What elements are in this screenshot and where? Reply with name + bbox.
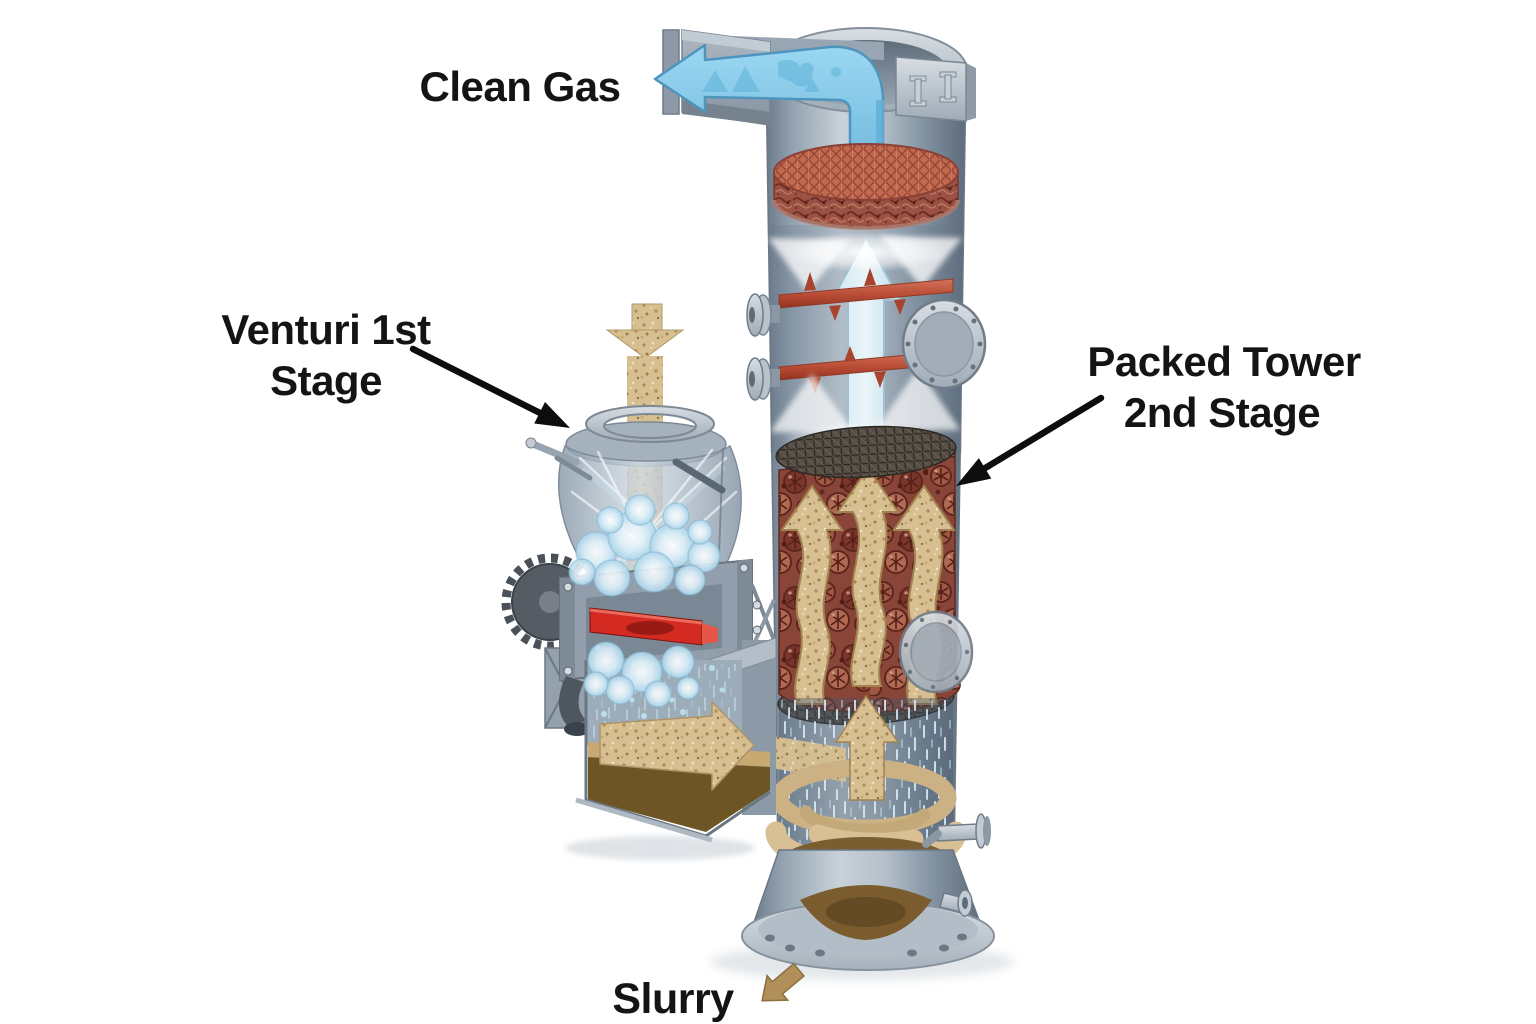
swirl-riser-arrow (834, 694, 900, 801)
tower-base (741, 849, 995, 971)
packed-tower-label-line1: Packed Tower (1087, 338, 1360, 385)
foam-bubbles (568, 494, 721, 708)
packed-tower (653, 27, 1014, 980)
mist-eliminator-rim (772, 199, 960, 230)
spray-nozzles (804, 268, 906, 321)
packing-bed (775, 425, 974, 726)
labels: Clean Gas Venturi 1st Stage Packed Tower… (221, 63, 1361, 1023)
duct-top-face (682, 30, 770, 52)
base-bolt-holes (765, 933, 967, 957)
drain-elbow (558, 676, 590, 736)
bracket-slots (909, 71, 957, 107)
clean-gas-turbulence (702, 59, 841, 92)
venturi-collar-ring (584, 405, 716, 443)
slurry-label: Slurry (612, 975, 734, 1023)
venturi-label-line2: Stage (270, 357, 382, 404)
slurry-out-arrow (761, 962, 806, 1002)
venturi-scrubber (501, 303, 777, 860)
venturi-ground-shadow (565, 836, 755, 860)
venturi-annotation-arrowhead (534, 402, 570, 428)
spray-lances (525, 437, 726, 494)
clean-gas-arrow-edge (876, 100, 884, 158)
mist-eliminator-top (773, 143, 959, 201)
packed-annotation-arrowhead (956, 458, 992, 486)
manway-bolts (905, 305, 983, 384)
clean-gas-label: Clean Gas (420, 63, 621, 110)
manway-flange (901, 298, 987, 390)
drain-pipes (922, 813, 991, 917)
bed-top-mesh (775, 425, 957, 479)
spray-header-upper (778, 268, 954, 321)
slurry-drain-dark (826, 897, 906, 927)
lower-manway-flange (898, 610, 974, 694)
mist-eliminator (772, 143, 960, 230)
side-port-lower (746, 357, 780, 401)
venturi-annotation-line (409, 345, 556, 423)
venturi-label-line1: Venturi 1st (221, 306, 431, 353)
annotations (409, 345, 1105, 1002)
side-port-upper (746, 293, 780, 337)
packed-tower-label-line2: 2nd Stage (1124, 389, 1320, 436)
spray-zone (746, 232, 987, 458)
packed-annotation-line (968, 394, 1105, 480)
crossflow-arrow (599, 701, 755, 791)
spray-mist-upper (768, 232, 962, 292)
support-bracket (895, 56, 976, 122)
